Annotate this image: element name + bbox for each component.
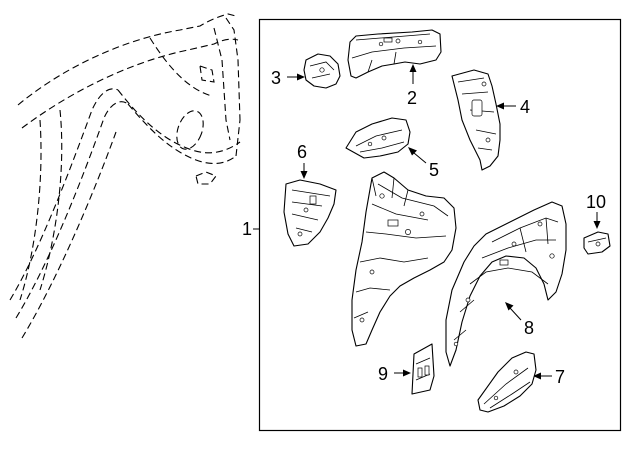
part-6-lower-pillar-bracket: [283, 179, 337, 247]
part-1-center-inner-panel: [351, 171, 457, 347]
callout-4: 4: [520, 97, 530, 117]
callout-1: 1: [242, 219, 252, 239]
callout-9: 9: [378, 364, 388, 384]
part-4-pillar-reinforcement: [451, 69, 501, 171]
callout-10: 10: [586, 192, 606, 212]
callout-7: 7: [555, 367, 565, 387]
part-2-upper-rail: [347, 29, 442, 79]
callout-3: 3: [271, 68, 281, 88]
part-7-lower-extension: [477, 351, 537, 413]
assembly-frame: [258, 18, 622, 432]
callout-2: 2: [407, 88, 417, 108]
callout-5: 5: [429, 160, 439, 180]
quarter-panel-ghost-outline: [9, 13, 241, 339]
callout-6: 6: [297, 142, 307, 162]
callout-8: 8: [524, 318, 534, 338]
part-10-clip-bracket: [583, 231, 611, 255]
part-9-filler-plate: [411, 343, 435, 395]
part-5-wheelhouse-bracket: [345, 117, 411, 159]
leader-lines: [287, 64, 601, 380]
part-3-corner-bracket: [303, 53, 341, 89]
part-8-inner-wheelhouse: [445, 201, 567, 367]
